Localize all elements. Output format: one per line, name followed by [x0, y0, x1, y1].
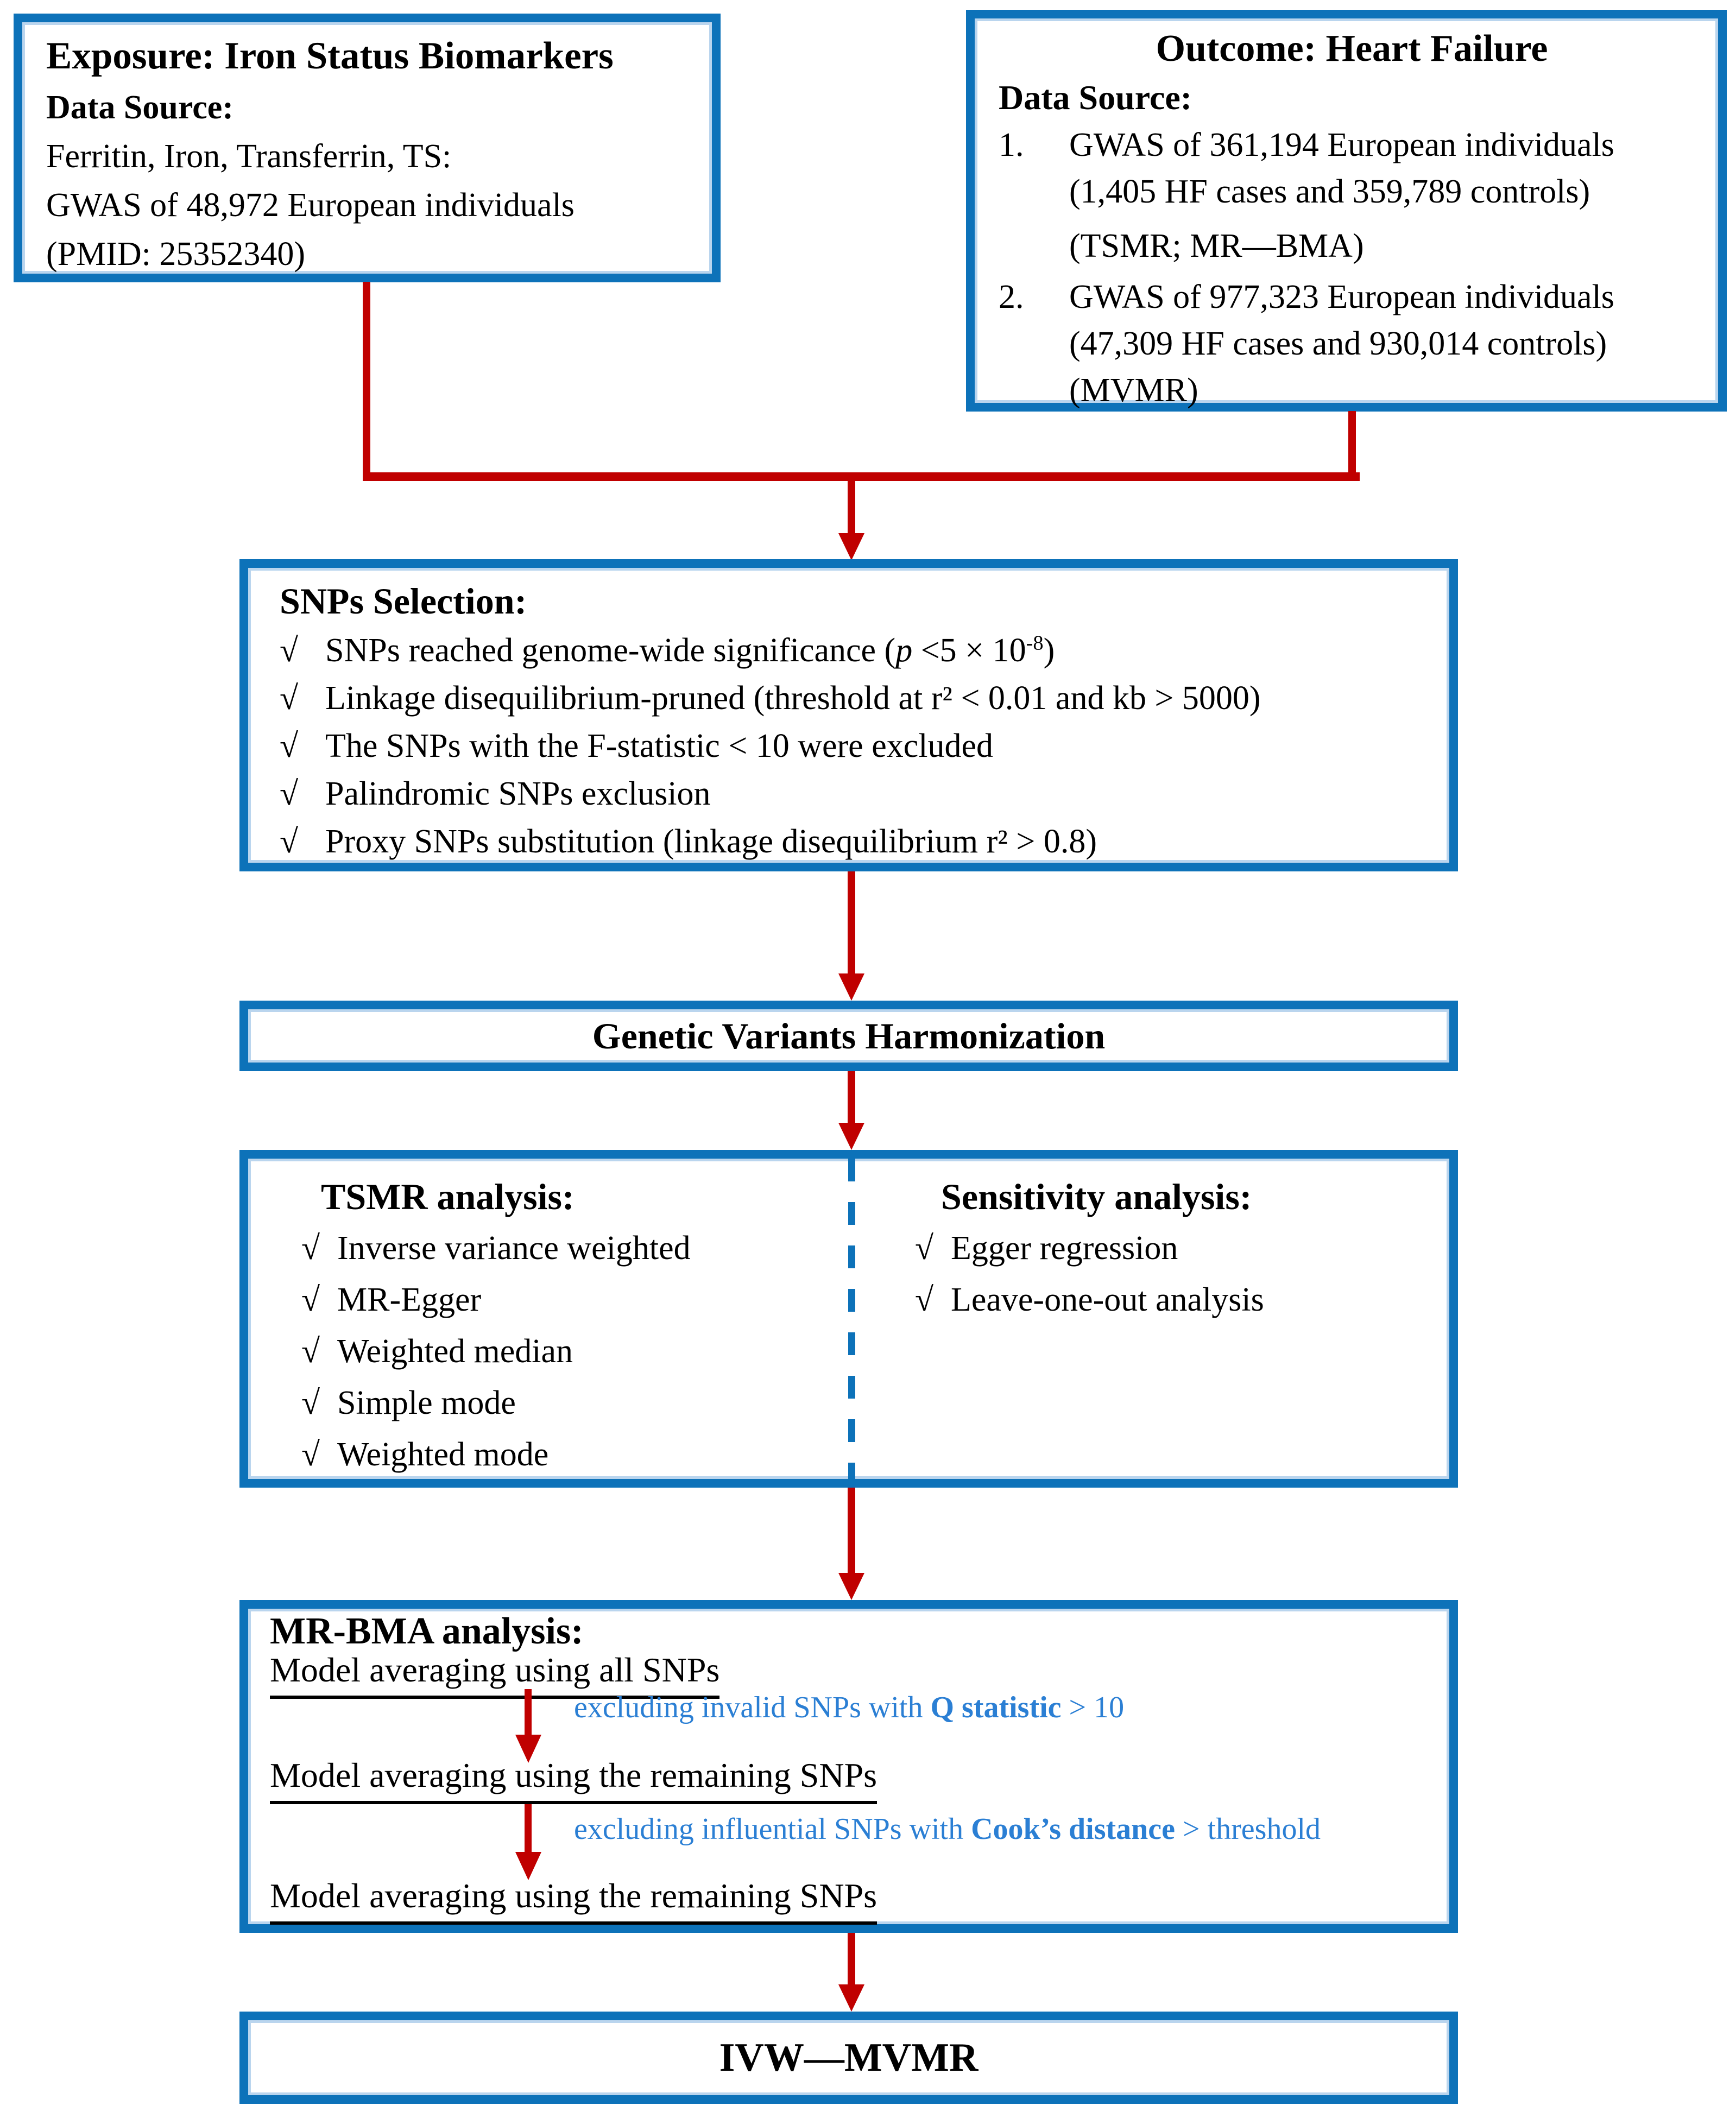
check-icon: √ — [301, 1333, 320, 1370]
mrbma-step-arrow-2-line — [525, 1804, 532, 1854]
snp-item-significance: √ SNPs reached genome-wide significance … — [280, 627, 1438, 674]
check-icon: √ — [915, 1230, 934, 1267]
snp-item-proxy: √ Proxy SNPs substitution (linkage diseq… — [280, 818, 1438, 865]
tsmr-sensitivity-box: TSMR analysis: √ Inverse variance weight… — [239, 1150, 1458, 1488]
check-icon: √ — [280, 823, 299, 860]
snp-selection-box: SNPs Selection: √ SNPs reached genome-wi… — [239, 559, 1458, 871]
tsmr-item-weighted-median: √ Weighted median — [301, 1326, 691, 1377]
check-icon: √ — [301, 1384, 320, 1421]
tsmr-item-weighted-mode: √ Weighted mode — [301, 1429, 691, 1481]
arrow-to-mrbma-line — [848, 1488, 855, 1574]
tsmr-item-mr-egger: √ MR-Egger — [301, 1274, 691, 1326]
arrow-to-final-line — [848, 1933, 855, 1986]
sensitivity-item-egger: √ Egger regression — [915, 1223, 1264, 1274]
outcome-item-1-line-1: GWAS of 361,194 European individuals — [1069, 127, 1614, 163]
connector-merge-horizontal-line — [363, 472, 1360, 481]
check-icon: √ — [301, 1436, 320, 1473]
exposure-box: Exposure: Iron Status Biomarkers Data So… — [14, 14, 721, 282]
sensitivity-analysis-title: Sensitivity analysis: — [941, 1176, 1252, 1217]
snp-item-palindromic: √ Palindromic SNPs exclusion — [280, 770, 1438, 818]
outcome-title: Outcome: Heart Failure — [1156, 28, 1548, 69]
arrow-to-snp-selection-line — [848, 481, 855, 535]
mrbma-step-1: Model averaging using all SNPs — [270, 1650, 720, 1699]
connector-outcome-down-line — [1348, 411, 1356, 480]
check-icon: √ — [280, 680, 299, 717]
outcome-item-2: 2. GWAS of 977,323 European individuals … — [999, 274, 1705, 414]
outcome-item-1-number: 1. — [999, 127, 1024, 163]
outcome-item-1-line-2: (1,405 HF cases and 359,789 controls) — [1069, 173, 1590, 210]
harmonization-title: Genetic Variants Harmonization — [592, 1015, 1106, 1057]
snp-item-ld-pruned: √ Linkage disequilibrium-pruned (thresho… — [280, 674, 1438, 722]
arrow-to-tsmr-line — [848, 1071, 855, 1125]
check-icon: √ — [280, 728, 299, 764]
mrbma-step-3: Model averaging using the remaining SNPs — [270, 1876, 878, 1925]
check-icon: √ — [301, 1281, 320, 1318]
check-icon: √ — [280, 632, 299, 669]
arrow-to-final-head-icon — [838, 1984, 864, 2012]
outcome-item-2-line-2: (47,309 HF cases and 930,014 controls) — [1069, 325, 1607, 362]
exposure-data-source-label: Data Source: — [46, 89, 233, 126]
superscript-exponent: -8 — [1026, 631, 1044, 655]
mrbma-note-exclude-cooks-distance: excluding influential SNPs with Cook’s d… — [574, 1812, 1321, 1846]
connector-exposure-down-line — [363, 282, 370, 480]
mrbma-step-arrow-2-head-icon — [515, 1852, 541, 1880]
arrow-to-snp-selection-head-icon — [838, 533, 864, 560]
mrbma-step-2: Model averaging using the remaining SNPs — [270, 1755, 878, 1804]
arrow-to-mrbma-head-icon — [838, 1573, 864, 1600]
mrbma-step-arrow-1-line — [525, 1689, 532, 1737]
outcome-data-source-label: Data Source: — [999, 78, 1192, 117]
snp-selection-title: SNPs Selection: — [280, 580, 527, 622]
outcome-item-1: 1. GWAS of 361,194 European individuals … — [999, 122, 1705, 274]
dashed-column-divider — [848, 1159, 855, 1479]
outcome-item-2-number: 2. — [999, 279, 1024, 315]
arrow-to-harmonization-head-icon — [838, 973, 864, 1001]
sensitivity-analysis-column: Sensitivity analysis: √ Egger regression… — [915, 1171, 1264, 1326]
arrow-to-harmonization-line — [848, 871, 855, 975]
arrow-to-tsmr-head-icon — [838, 1123, 864, 1150]
mrbma-box: MR-BMA analysis: Model averaging using a… — [239, 1600, 1458, 1933]
tsmr-analysis-column: TSMR analysis: √ Inverse variance weight… — [301, 1171, 691, 1481]
tsmr-item-ivw: √ Inverse variance weighted — [301, 1223, 691, 1274]
harmonization-box: Genetic Variants Harmonization — [239, 1001, 1458, 1071]
exposure-line-pmid: (PMID: 25352340) — [46, 236, 306, 273]
exposure-line-biomarkers: Ferritin, Iron, Transferrin, TS: — [46, 138, 452, 175]
tsmr-analysis-title: TSMR analysis: — [321, 1176, 575, 1217]
final-title: IVW—MVMR — [719, 2035, 979, 2080]
mrbma-title: MR-BMA analysis: — [270, 1610, 584, 1652]
outcome-item-1-line-3: (TSMR; MR—BMA) — [1069, 227, 1364, 264]
check-icon: √ — [280, 775, 299, 812]
outcome-item-2-line-1: GWAS of 977,323 European individuals — [1069, 279, 1614, 315]
italic-p: p — [895, 632, 913, 669]
outcome-item-2-line-3: (MVMR) — [1069, 372, 1198, 409]
check-icon: √ — [915, 1281, 934, 1318]
sensitivity-item-leave-one-out: √ Leave-one-out analysis — [915, 1274, 1264, 1326]
exposure-line-gwas: GWAS of 48,972 European individuals — [46, 187, 575, 224]
mrbma-note-exclude-q-statistic: excluding invalid SNPs with Q statistic … — [574, 1691, 1125, 1724]
snp-item-f-statistic: √ The SNPs with the F-statistic < 10 wer… — [280, 722, 1438, 770]
final-box: IVW—MVMR — [239, 2012, 1458, 2104]
mrbma-step-arrow-1-head-icon — [515, 1735, 541, 1763]
tsmr-item-simple-mode: √ Simple mode — [301, 1377, 691, 1429]
exposure-title: Exposure: Iron Status Biomarkers — [46, 35, 614, 77]
outcome-box: Outcome: Heart Failure Data Source: 1. G… — [966, 10, 1727, 412]
check-icon: √ — [301, 1230, 320, 1267]
